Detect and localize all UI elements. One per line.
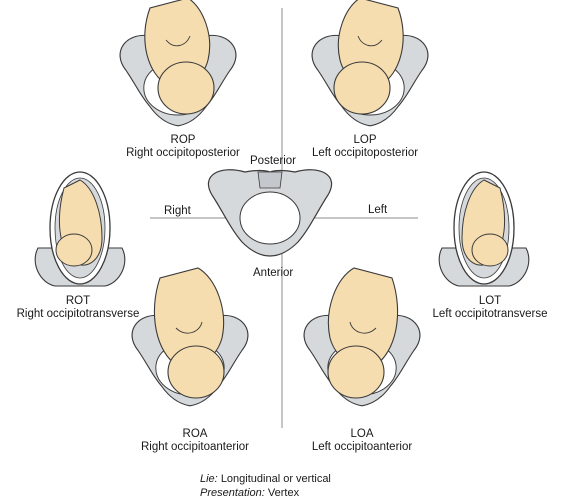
presentation-label: Presentation: <box>200 487 265 499</box>
loa-abbr: LOA <box>350 428 374 440</box>
roa-label: ROA Right occipitoanterior <box>125 428 265 454</box>
loa-name: Left occipitoanterior <box>311 441 413 453</box>
lop-abbr: LOP <box>353 134 377 146</box>
roa-figure <box>131 267 249 407</box>
rop-figure <box>119 0 237 127</box>
roa-name: Right occipitoanterior <box>140 441 250 453</box>
rot-figure <box>34 171 126 287</box>
left-label: Left <box>368 204 388 216</box>
loa-figure <box>303 267 421 407</box>
lot-abbr: LOT <box>478 295 502 307</box>
rop-name: Right occipitoposterior <box>126 147 240 159</box>
lie-label: Lie: <box>200 473 218 485</box>
lot-figure <box>438 171 530 287</box>
right-label: Right <box>164 205 191 217</box>
lot-label: LOT Left occipitotransverse <box>420 295 560 321</box>
posterior-label: Posterior <box>250 155 297 167</box>
anterior-label: Anterior <box>253 267 294 279</box>
lie-value: Longitudinal or vertical <box>220 473 331 485</box>
lop-name: Left occipitoposterior <box>311 147 419 159</box>
loa-label: LOA Left occipitoanterior <box>292 428 432 454</box>
roa-abbr: ROA <box>182 428 208 440</box>
rot-abbr: ROT <box>65 295 91 307</box>
presentation-line: Presentation: Vertex <box>200 486 299 500</box>
lop-figure <box>311 0 429 127</box>
lop-label: LOP Left occipitoposterior <box>295 134 435 160</box>
presentation-value: Vertex <box>267 487 300 499</box>
rot-name: Right occipitotransverse <box>16 308 140 320</box>
rop-abbr: ROP <box>170 134 196 146</box>
central-pelvis <box>207 169 333 257</box>
rop-label: ROP Right occipitoposterior <box>118 134 248 160</box>
lot-name: Left occipitotransverse <box>432 308 548 320</box>
rot-label: ROT Right occipitotransverse <box>8 295 148 321</box>
lie-line: Lie: Longitudinal or vertical <box>200 472 331 486</box>
